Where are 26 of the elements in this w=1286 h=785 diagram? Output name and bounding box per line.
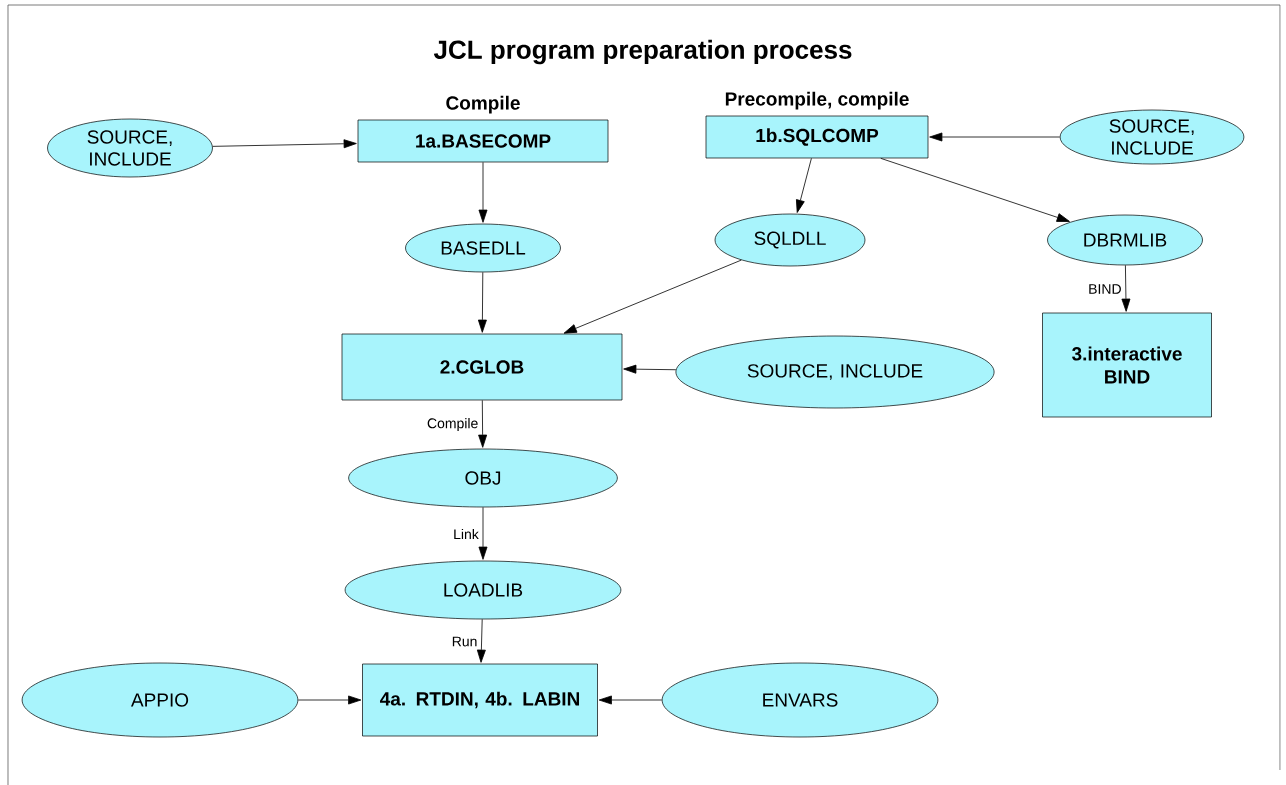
title: JCL program preparation process	[433, 39, 852, 65]
process-box: 1a.BASECOMP	[357, 119, 609, 163]
arrow	[478, 161, 488, 223]
box-heading: Precompile, compile	[725, 91, 909, 110]
arrow	[880, 157, 1070, 222]
arrow	[297, 695, 362, 705]
arrow	[478, 506, 488, 560]
edge-label: Link	[452, 527, 480, 541]
arrow	[476, 618, 486, 663]
edge-label: Compile	[425, 417, 480, 433]
process-box: 4a. RTDIN, 4b. LABIN	[362, 663, 598, 737]
arrow	[212, 139, 357, 149]
process-box: 1b.SQLCOMP	[705, 115, 929, 159]
arrow	[477, 271, 487, 333]
arrow	[623, 364, 677, 374]
process-box: 3.interactive BIND	[1042, 312, 1212, 418]
edge-label: BIND	[1087, 283, 1123, 295]
arrow	[563, 259, 742, 334]
arrow	[929, 132, 1061, 142]
arrow	[598, 695, 663, 705]
process-box: 2.CGLOB	[341, 333, 623, 401]
arrow	[1121, 264, 1131, 312]
arrow	[478, 399, 488, 448]
arrow	[796, 157, 812, 213]
edge-label: Run	[450, 635, 479, 648]
box-heading: Compile	[446, 95, 520, 114]
